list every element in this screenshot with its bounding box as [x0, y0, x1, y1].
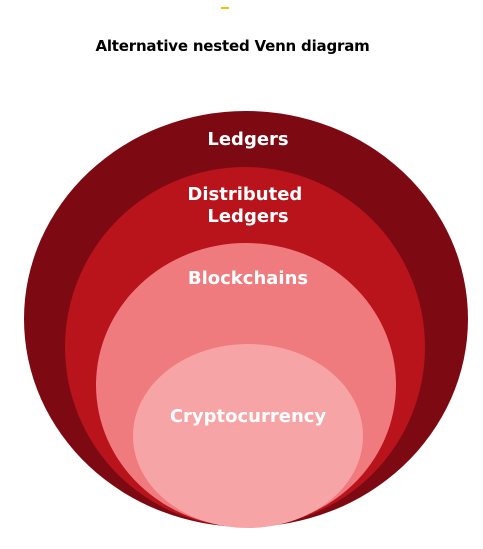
set-cryptocurrency-label: Cryptocurrency: [170, 406, 327, 427]
set-distributed-ledgers-label: Distributed Ledgers: [187, 184, 308, 227]
set-distributed-ledgers-label-line-1: Distributed: [187, 184, 302, 205]
set-blockchains-label: Blockchains: [188, 268, 308, 289]
accent-mark: [221, 7, 229, 9]
set-cryptocurrency-circle: [133, 344, 363, 528]
set-ledgers-label: Ledgers: [207, 129, 288, 150]
diagram-title: Alternative nested Venn diagram: [95, 37, 370, 55]
set-distributed-ledgers-label-line-2: Ledgers: [207, 206, 288, 227]
